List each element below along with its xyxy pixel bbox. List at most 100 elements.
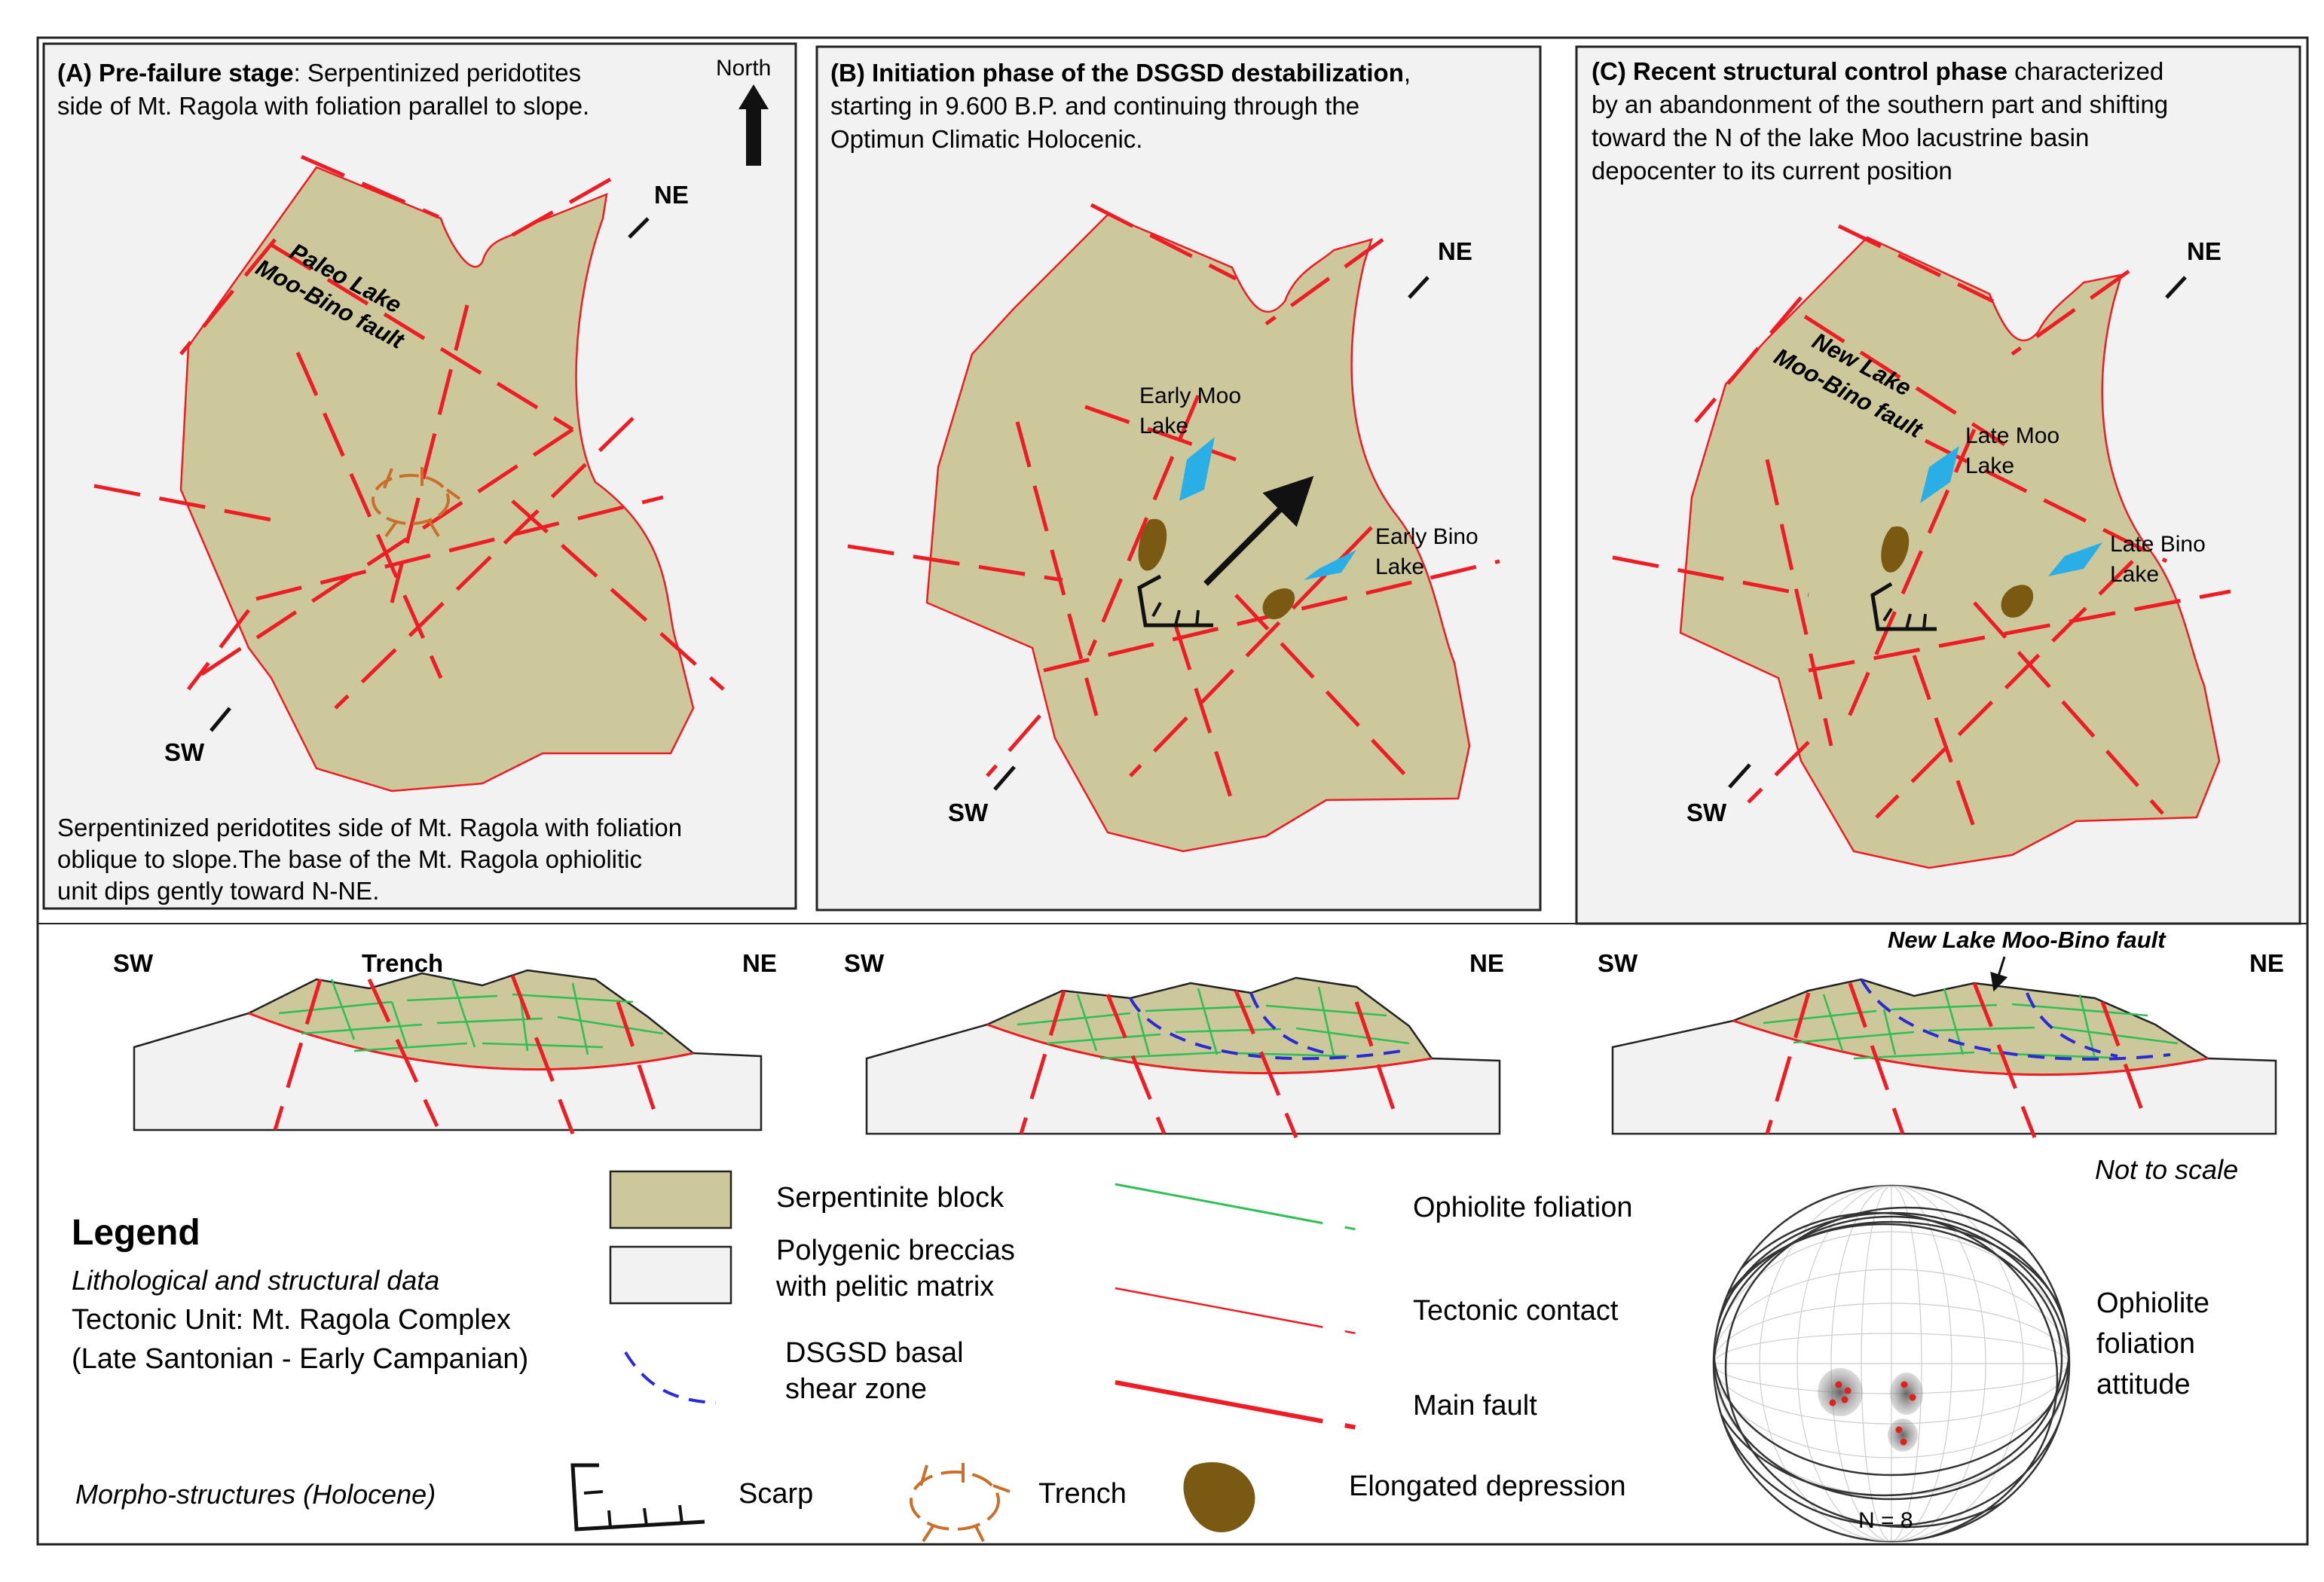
early-bino-label-1: Early Bino — [1375, 524, 1478, 549]
cross-section-b: SW NE — [844, 949, 1504, 1138]
tectonic-contact-a — [248, 1012, 694, 1071]
shear-zone-b1 — [1129, 997, 1402, 1061]
late-bino-label-2: Lake — [2110, 562, 2159, 587]
legend-breccias-line2: with pelitic matrix — [775, 1271, 994, 1303]
depression-shape-b2 — [1262, 588, 1295, 619]
legend-depression-label: Elongated depression — [1349, 1471, 1626, 1502]
legend-serpentinite-swatch — [609, 1170, 732, 1229]
legend: Legend Lithological and structural data … — [72, 1170, 1633, 1543]
panel-c-title-line4: depocenter to its current position — [1592, 157, 1952, 185]
legend-foliation-swatch — [1115, 1183, 1357, 1231]
legend-unit-line2: (Late Santonian - Early Campanian) — [72, 1343, 528, 1375]
late-moo-label-1: Late Moo — [1965, 423, 2059, 448]
late-bino-label-1: Late Bino — [2110, 532, 2206, 557]
stereonet-label-line1: Ophiolite — [2096, 1287, 2209, 1319]
early-bino-lake-shape — [1304, 550, 1356, 580]
foliation-section-b — [1017, 986, 1410, 1060]
legend-tectonic-contact-label: Tectonic contact — [1413, 1295, 1619, 1327]
legend-scarp-icon — [570, 1463, 705, 1532]
depression-shape-c1 — [1881, 526, 1910, 573]
ne-label-a: NE — [654, 181, 689, 209]
foliation-section-c — [1763, 988, 2179, 1060]
depression-shape-b1 — [1138, 518, 1167, 571]
legend-shear-swatch — [624, 1351, 717, 1404]
faults-c — [1612, 224, 2231, 829]
stereonet-n-label: N = 8 — [1858, 1508, 1913, 1533]
cross-section-c: New Lake Moo-Bino fault SW NE — [1598, 927, 2284, 1138]
scarp-symbol-c — [1870, 582, 1937, 631]
panel-a-bottom-line1: Serpentinized peridotites side of Mt. Ra… — [57, 814, 682, 841]
stereonet-poles — [1818, 1368, 1923, 1452]
section-b-ne: NE — [1469, 949, 1504, 977]
not-to-scale: Not to scale — [2095, 1154, 2238, 1185]
foliation-section-a — [278, 979, 664, 1055]
panel-b-title: (B) Initiation phase of the DSGSD destab… — [830, 59, 1411, 87]
panel-c-title-line3: toward the N of the lake Moo lacustrine … — [1592, 124, 2089, 151]
sw-label-a: SW — [164, 738, 205, 766]
faults-section-c — [1765, 982, 2150, 1138]
legend-scarp-label: Scarp — [738, 1478, 813, 1510]
section-b-sw: SW — [844, 949, 885, 977]
trench-symbol-a — [372, 467, 461, 538]
panel-a-bottom-line3: unit dips gently toward N-NE. — [57, 877, 379, 905]
legend-breccias-swatch — [609, 1245, 732, 1305]
north-arrow-icon — [738, 84, 769, 166]
stereonet-great-circles — [1714, 1206, 2069, 1541]
serpentinite-block-b — [925, 213, 1471, 853]
ne-label-c: NE — [2187, 237, 2222, 265]
serpentinite-block-c — [1679, 236, 2221, 869]
stereonet: N = 8 Ophiolite foliation attitude — [1712, 1184, 2209, 1543]
section-a-trench-label: Trench — [362, 949, 443, 977]
section-a-sw: SW — [113, 949, 154, 977]
scarp-symbol-b — [1137, 574, 1213, 628]
panel-b: (B) Initiation phase of the DSGSD destab… — [815, 45, 1542, 912]
sw-tick-c — [1728, 763, 1751, 789]
panel-a-bottom-line2: oblique to slope.The base of the Mt. Rag… — [57, 845, 642, 873]
early-moo-label-1: Early Moo — [1139, 383, 1241, 408]
faults-section-b — [1019, 990, 1400, 1138]
shear-zone-c1 — [1860, 979, 2171, 1061]
legend-foliation-label: Ophiolite foliation — [1413, 1192, 1633, 1223]
sw-label-b: SW — [948, 799, 989, 826]
panel-c-title-line2: by an abandonment of the southern part a… — [1592, 90, 2168, 118]
sw-tick-a — [209, 707, 231, 732]
legend-main-fault-label: Main fault — [1413, 1390, 1537, 1422]
ne-tick-c — [2165, 276, 2187, 299]
ne-label-b: NE — [1438, 237, 1472, 265]
section-c-ne: NE — [2249, 949, 2284, 977]
movement-arrow-icon — [1203, 475, 1314, 586]
panel-c-title: (C) Recent structural control phase char… — [1592, 57, 2163, 85]
ne-tick-a — [628, 217, 650, 239]
legend-trench-icon — [910, 1463, 1011, 1543]
legend-shear-line2: shear zone — [785, 1373, 927, 1405]
legend-depression-icon — [1183, 1462, 1255, 1532]
late-moo-label-2: Lake — [1965, 454, 2014, 478]
late-bino-lake-shape — [2048, 542, 2102, 576]
shear-zone-c2 — [2026, 992, 2118, 1058]
section-c-annotation: New Lake Moo-Bino fault — [1888, 927, 2167, 953]
panel-a-title: (A) Pre-failure stage: Serpentinized per… — [57, 59, 581, 87]
panel-c: (C) Recent structural control phase char… — [1575, 45, 2301, 925]
faults-a — [93, 154, 725, 710]
faults-section-a — [273, 975, 658, 1135]
early-moo-lake-shape — [1179, 437, 1215, 501]
ne-tick-b — [1408, 276, 1430, 299]
legend-breccias-line1: Polygenic breccias — [776, 1235, 1015, 1266]
depression-shape-c2 — [2001, 585, 2034, 618]
legend-shear-line1: DSGSD basal — [785, 1337, 964, 1369]
sw-tick-b — [993, 765, 1016, 791]
stereonet-label-line3: attitude — [2096, 1369, 2191, 1400]
legend-tectonic-contact-swatch — [1115, 1287, 1357, 1335]
cross-section-a: SW NE Trench — [113, 949, 777, 1135]
early-bino-label-2: Lake — [1375, 554, 1424, 579]
legend-trench-label: Trench — [1038, 1478, 1127, 1510]
legend-morpho: Morpho-structures (Holocene) — [75, 1479, 436, 1510]
section-a-ne: NE — [742, 949, 777, 977]
sw-label-c: SW — [1686, 799, 1727, 826]
stereonet-label-line2: foliation — [2096, 1328, 2195, 1360]
early-moo-label-2: Lake — [1139, 414, 1188, 438]
late-moo-lake-shape — [1920, 446, 1959, 503]
legend-title: Legend — [72, 1213, 200, 1253]
new-fault-pointer-icon — [1990, 956, 2008, 992]
